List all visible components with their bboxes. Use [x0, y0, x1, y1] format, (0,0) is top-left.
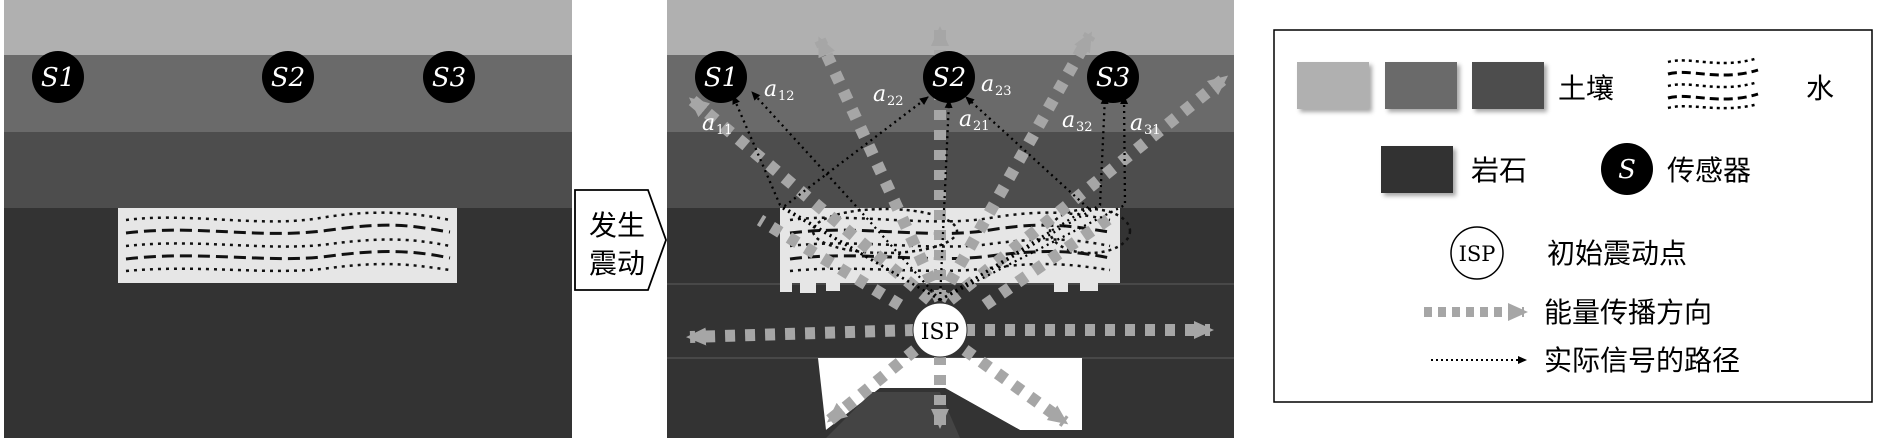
coef-sub: 12: [778, 89, 795, 104]
soil-swatch-dark: [1472, 62, 1544, 109]
isp-marker: ISP: [912, 302, 968, 358]
coef-base: a: [981, 72, 994, 97]
coef-base: a: [1062, 108, 1075, 133]
water-pocket: [780, 207, 1132, 293]
sensor-s1: S1: [32, 51, 84, 103]
coef-sub: 31: [1144, 123, 1161, 138]
energy-arrow: [814, 36, 946, 303]
fracture-wedge: [810, 358, 1082, 438]
water-pocket: [118, 208, 457, 283]
signal-path: [939, 95, 1109, 301]
coef-a12: a 12: [764, 77, 795, 104]
soil-swatch-mid: [1385, 62, 1457, 109]
signal-path: [751, 91, 941, 301]
coef-a11: a 11: [702, 111, 733, 138]
coef-a32: a 32: [1062, 108, 1093, 135]
soil-layer-dark: [4, 132, 572, 208]
panel-right: S1 S2 S3 a 12 a 11 a 22 a 23 a 21: [667, 0, 1234, 438]
coef-sub: 21: [973, 119, 990, 134]
legend: 土壤 水 岩石 S 传感器 ISP 初始震动点: [1273, 29, 1873, 403]
energy-arrow-left: [686, 324, 916, 346]
legend-isp-label: 初始震动点: [1547, 237, 1687, 270]
legend-frame: [1273, 29, 1873, 403]
legend-water-label: 水: [1806, 72, 1834, 105]
transition-label-line1: 发生: [589, 209, 645, 242]
coef-base: a: [764, 77, 777, 102]
sensor-s2: S2: [923, 51, 975, 103]
panel-left: S1 S2 S3: [4, 0, 572, 438]
signal-path: [939, 96, 1090, 301]
legend-soil: 土壤: [1297, 62, 1614, 109]
transition-label-line2: 震动: [589, 247, 645, 280]
sensor-s2: S2: [262, 51, 314, 103]
legend-rock-label: 岩石: [1471, 154, 1527, 187]
sensor-s3: S3: [1087, 51, 1139, 103]
energy-arrow: [981, 213, 1114, 310]
energy-arrow: [756, 214, 904, 311]
sensor-label: S2: [932, 63, 966, 93]
soil-layer-light: [4, 0, 572, 55]
sensor-s1: S1: [695, 51, 747, 103]
sensor-label: S3: [1096, 63, 1130, 93]
sensor-label: S1: [704, 63, 738, 93]
coef-sub: 23: [995, 84, 1012, 99]
coef-sub: 11: [716, 123, 733, 138]
coef-sub: 22: [887, 94, 904, 109]
legend-energy: 能量传播方向: [1424, 296, 1712, 329]
signal-paths: [731, 91, 1129, 302]
coef-a21: a 21: [959, 107, 990, 134]
coef-base: a: [873, 82, 886, 107]
transition-arrow: 发生 震动: [574, 189, 667, 291]
legend-sensor-symbol: S: [1618, 155, 1636, 185]
sensor-label: S3: [432, 63, 466, 93]
legend-signal: 实际信号的路径: [1431, 344, 1740, 377]
legend-signal-label: 实际信号的路径: [1544, 344, 1740, 377]
rock-swatch: [1381, 146, 1453, 193]
coef-a22: a 22: [873, 82, 904, 109]
legend-sensor-label: 传感器: [1667, 154, 1751, 187]
sensor-s3: S3: [423, 51, 475, 103]
isp-label: ISP: [921, 320, 960, 345]
sensor-swatch: [1601, 143, 1653, 195]
coef-base: a: [959, 107, 972, 132]
coef-sub: 32: [1076, 120, 1093, 135]
legend-isp-symbol: ISP: [1459, 242, 1496, 266]
energy-arrow-down-right: [961, 345, 1069, 427]
isp-swatch: [1450, 226, 1504, 280]
sensor-label: S1: [41, 63, 75, 93]
legend-energy-label: 能量传播方向: [1544, 296, 1712, 329]
energy-arrows: [686, 26, 1229, 429]
water-swatch: [1667, 56, 1759, 110]
soil-layer-light: [667, 0, 1234, 55]
coef-a31: a 31: [1130, 111, 1161, 138]
legend-isp: ISP 初始震动点: [1450, 226, 1687, 280]
legend-water: 水: [1667, 56, 1834, 110]
signal-path: [779, 96, 941, 301]
legend-soil-label: 土壤: [1558, 72, 1614, 105]
sensor-label: S2: [271, 63, 305, 93]
coef-base: a: [1130, 111, 1143, 136]
soil-swatch-light: [1297, 62, 1369, 109]
coef-base: a: [702, 111, 715, 136]
legend-sensor: S 传感器: [1601, 143, 1751, 195]
coef-a23: a 23: [981, 72, 1012, 99]
soil-layer-dark: [667, 132, 1234, 208]
legend-rock: 岩石: [1381, 146, 1527, 193]
signal-path: [731, 95, 941, 301]
